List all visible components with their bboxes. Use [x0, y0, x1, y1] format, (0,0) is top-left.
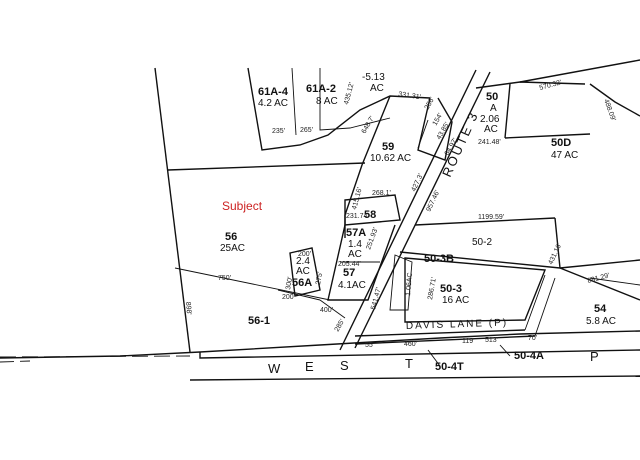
route-road — [339, 69, 491, 351]
dim-750: 750' — [218, 275, 231, 282]
parcel-56-area: 25AC — [220, 243, 245, 254]
dim-119: 119' — [462, 338, 475, 345]
dim-241: 241.48' — [478, 139, 501, 146]
parcel-503-area: 16 AC — [442, 295, 469, 306]
parcel-504a-id: 50-4A — [514, 350, 544, 362]
dim-285: 285' — [334, 318, 347, 333]
dim-200b: 200 — [282, 294, 294, 301]
west-letter-s: S — [340, 358, 349, 373]
dim-1199: 1199.59' — [478, 214, 504, 221]
dim-4273: 427.3' — [410, 173, 424, 193]
parcel-615-id: -5.13 — [362, 72, 385, 83]
parcel-56-id: 56 — [225, 231, 237, 243]
davis-lane-label: DAVIS LANE (P) — [406, 317, 509, 332]
parcel-59-id: 59 — [382, 141, 394, 153]
parcel-50a-area: 2.06 — [480, 114, 500, 125]
parcel-50a-id: 50 — [486, 91, 498, 103]
parcel-61a4-id: 61A-4 — [258, 86, 289, 98]
parcel-55-id: 55 — [365, 342, 373, 349]
parcel-504t-id: 50-4T — [435, 361, 464, 373]
parcel-57a-area2: AC — [348, 249, 362, 260]
dim-9574: 957.46' — [425, 189, 441, 213]
dim-2317: 231.74' — [346, 213, 369, 220]
parcel-59-area: 10.62 AC — [370, 153, 411, 164]
route-label: ROUTE 3 — [439, 109, 481, 179]
parcel-57a-id: 57A — [346, 227, 366, 239]
parcel-61a2-area: 8 AC — [316, 96, 338, 107]
dim-2681: 268.1' — [372, 190, 391, 197]
west-letter-p: P — [590, 349, 599, 364]
parcel-labels: 61A-4 4.2 AC 61A-2 8 AC -5.13 AC 59 10.6… — [220, 72, 616, 373]
parcel-57-area: 4.1AC — [338, 280, 366, 291]
parcel-54-area: 5.8 AC — [586, 316, 616, 327]
parcel-57-id: 57 — [343, 267, 355, 279]
parcel-57a-area1: 1.4 — [348, 239, 362, 250]
parcel-boundaries — [154, 59, 640, 367]
dim-2867: 286.71' — [427, 277, 438, 301]
dim-570: 570.32' — [539, 79, 563, 92]
parcel-561-id: 56-1 — [248, 315, 270, 327]
parcel-56a-area2: AC — [296, 266, 310, 277]
parcel-502-id: 50-2 — [472, 237, 492, 248]
dim-2054: 205.44' — [338, 261, 361, 268]
dim-235: 235' — [272, 128, 285, 135]
parcel-50a-unit: AC — [484, 124, 498, 135]
parcel-50d-area: 47 AC — [551, 150, 578, 161]
parcel-56a-area1: 2.4 — [296, 256, 310, 267]
parcel-503-id: 50-3 — [440, 283, 462, 295]
west-letter-e: E — [305, 359, 314, 374]
parcel-61a2-id: 61A-2 — [306, 83, 336, 95]
parcel-61a4-area: 4.2 AC — [258, 98, 288, 109]
dim-331: 331.31' — [398, 91, 422, 101]
dim-898: 898' — [184, 302, 192, 316]
parcel-50a-sub: A — [490, 103, 497, 114]
dim-200: 200' — [298, 251, 311, 258]
parcel-54-id: 54 — [594, 303, 607, 315]
parcel-56a-id: 56A — [292, 277, 312, 289]
west-road — [0, 330, 640, 381]
parcel-503b-id: 50-3B — [424, 253, 454, 265]
dim-400: 400' — [320, 307, 333, 314]
parcel-50d-id: 50D — [551, 137, 571, 149]
dim-513: 513' — [485, 337, 498, 344]
dim-300: 300' — [285, 276, 294, 290]
dimension-labels: 331.31' 570.32' 488.09' 241.48' 235' 265… — [184, 79, 616, 348]
dim-275: 275' — [315, 271, 324, 285]
dim-43512: 435.12' — [343, 82, 356, 106]
dim-431: 431.16' — [547, 242, 563, 266]
west-letter-t: T — [405, 356, 413, 371]
dim-2519: 251.93' — [365, 227, 379, 251]
subject-label: Subject — [222, 199, 263, 213]
dim-106: 1.06AC — [405, 272, 414, 296]
parcel-615-area: AC — [370, 83, 384, 94]
road-labels: ROUTE 3 DAVIS LANE (P) W E S T P — [268, 109, 599, 376]
parcel-58-id: 58 — [364, 209, 376, 221]
dim-265: 265' — [300, 127, 313, 134]
dim-460: 460' — [404, 341, 417, 348]
west-letter-w: W — [268, 361, 281, 376]
dim-70: 70' — [528, 335, 537, 342]
